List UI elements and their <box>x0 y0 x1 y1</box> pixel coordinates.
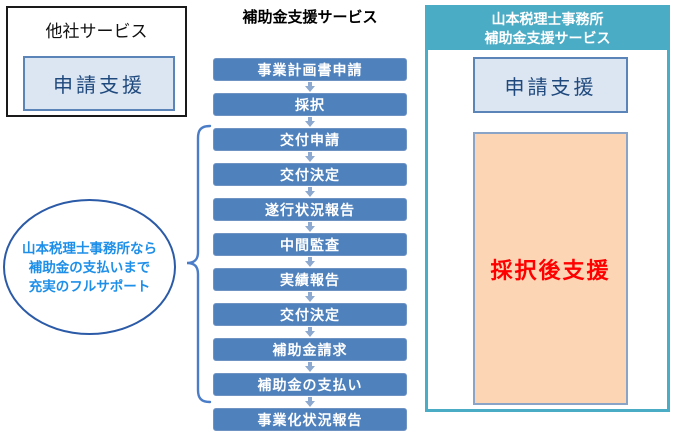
callout-line-3: 充実のフルサポート <box>28 278 151 294</box>
arrow-down-icon <box>213 151 407 163</box>
flow-step: 交付決定 <box>213 163 407 186</box>
arrow-down-icon <box>213 256 407 268</box>
flow-step-label: 中間監査 <box>280 236 340 253</box>
yamamoto-header-line-2: 補助金支援サービス <box>484 30 611 46</box>
other-application-support-box: 申請支援 <box>23 56 175 111</box>
callout-line-1: 山本税理士事務所なら <box>22 240 157 256</box>
flow-step: 遂行状況報告 <box>213 198 407 221</box>
yamamoto-application-support-label: 申請支援 <box>504 76 597 99</box>
flow-step-label: 交付決定 <box>280 306 340 323</box>
yamamoto-service-panel: 山本税理士事務所 補助金支援サービス 申請支援 採択後支援 <box>425 5 670 412</box>
flow-step-label: 採択 <box>295 96 325 113</box>
flow-step: 交付決定 <box>213 303 407 326</box>
flow-step: 補助金の支払い <box>213 373 407 396</box>
arrow-down-icon <box>213 186 407 198</box>
yamamoto-panel-header: 山本税理士事務所 補助金支援サービス <box>428 8 667 50</box>
flow-step-label: 実績報告 <box>280 271 340 288</box>
post-adoption-support-label: 採択後支援 <box>490 257 611 283</box>
arrow-down-icon <box>213 81 407 93</box>
flow-step-label: 補助金の支払い <box>257 376 363 393</box>
other-service-title: 他社サービス <box>45 22 148 41</box>
flow-step: 補助金請求 <box>213 338 407 361</box>
flow-step: 採択 <box>213 93 407 116</box>
flow-step: 実績報告 <box>213 268 407 291</box>
flow-step: 事業計画書申請 <box>213 58 407 81</box>
flow-step-label: 交付申請 <box>280 131 340 148</box>
flow-step: 中間監査 <box>213 233 407 256</box>
flow-step-label: 補助金請求 <box>272 341 348 358</box>
arrow-down-icon <box>213 116 407 128</box>
flow-step-label: 交付決定 <box>280 166 340 183</box>
other-service-box: 他社サービス 申請支援 <box>6 6 187 117</box>
arrow-down-icon <box>213 396 407 408</box>
post-adoption-support-box: 採択後支援 <box>473 132 628 405</box>
other-application-support-label: 申請支援 <box>53 75 145 97</box>
flow-step-label: 遂行状況報告 <box>265 201 355 218</box>
arrow-down-icon <box>213 291 407 303</box>
flow-step-label: 事業計画書申請 <box>257 61 363 78</box>
arrow-down-icon <box>213 326 407 338</box>
callout-line-2: 補助金の支払いまで <box>28 259 151 275</box>
flow-title: 補助金支援サービス <box>242 9 378 26</box>
flow-step: 事業化状況報告 <box>213 408 407 431</box>
arrow-down-icon <box>213 361 407 373</box>
arrow-down-icon <box>213 221 407 233</box>
left-curly-brace-icon <box>186 124 212 404</box>
flow-steps: 事業計画書申請 採択 交付申請 交付決定 遂行状況報告 <box>213 58 407 431</box>
full-support-callout: 山本税理士事務所なら 補助金の支払いまで 充実のフルサポート <box>3 199 176 335</box>
yamamoto-application-support-box: 申請支援 <box>473 57 628 113</box>
flow-step-label: 事業化状況報告 <box>257 411 363 428</box>
yamamoto-header-line-1: 山本税理士事務所 <box>491 11 604 27</box>
flow-step: 交付申請 <box>213 128 407 151</box>
